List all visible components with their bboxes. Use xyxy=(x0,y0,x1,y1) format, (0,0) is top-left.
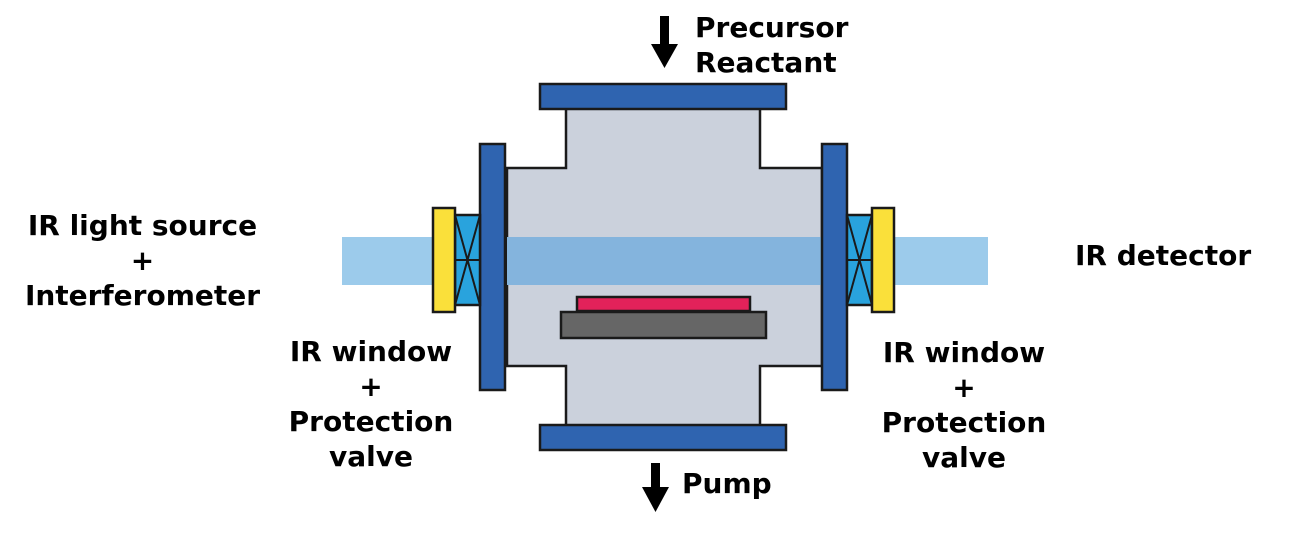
left-window-label-line1: IR window xyxy=(289,335,453,368)
inlet-label: Precursor Reactant xyxy=(695,10,848,80)
inlet-label-line1: Precursor xyxy=(695,11,849,44)
source-label-line3: Interferometer xyxy=(24,279,261,312)
detector-label-text: IR detector xyxy=(1075,239,1252,272)
right-window-label-line1: IR window xyxy=(882,336,1046,369)
source-label: IR light source + Interferometer xyxy=(10,208,275,313)
left-flange xyxy=(478,142,507,392)
sample-holder xyxy=(559,310,768,340)
bottom-flange xyxy=(538,423,788,452)
ir-beam-in-chamber xyxy=(507,237,822,285)
inlet-label-line2: Reactant xyxy=(695,46,837,79)
detector-label: IR detector xyxy=(1075,238,1251,273)
pump-label: Pump xyxy=(682,466,772,501)
arrow-down-icon xyxy=(651,16,678,68)
left-window-label: IR window + Protection valve xyxy=(276,334,466,474)
arrow-down-icon xyxy=(642,463,669,512)
left-window-label-line3: Protection xyxy=(288,405,454,438)
left-window-label-line4: valve xyxy=(329,440,413,473)
right-window-label-line2: + xyxy=(952,371,976,404)
right-window-label-line3: Protection xyxy=(881,406,1047,439)
sample-film xyxy=(575,295,752,313)
right-flange xyxy=(820,142,849,392)
right-window-label-line4: valve xyxy=(922,441,1006,474)
left-ir-window xyxy=(453,213,482,307)
source-label-line1: IR light source xyxy=(27,209,258,242)
source-label-line2: + xyxy=(130,244,155,277)
pump-label-text: Pump xyxy=(682,467,772,500)
left-window-label-line2: + xyxy=(359,370,383,403)
right-window-label: IR window + Protection valve xyxy=(869,335,1059,475)
right-ir-window xyxy=(845,213,874,307)
right-protection-valve xyxy=(870,206,896,314)
left-protection-valve xyxy=(431,206,457,314)
top-flange xyxy=(538,82,788,111)
